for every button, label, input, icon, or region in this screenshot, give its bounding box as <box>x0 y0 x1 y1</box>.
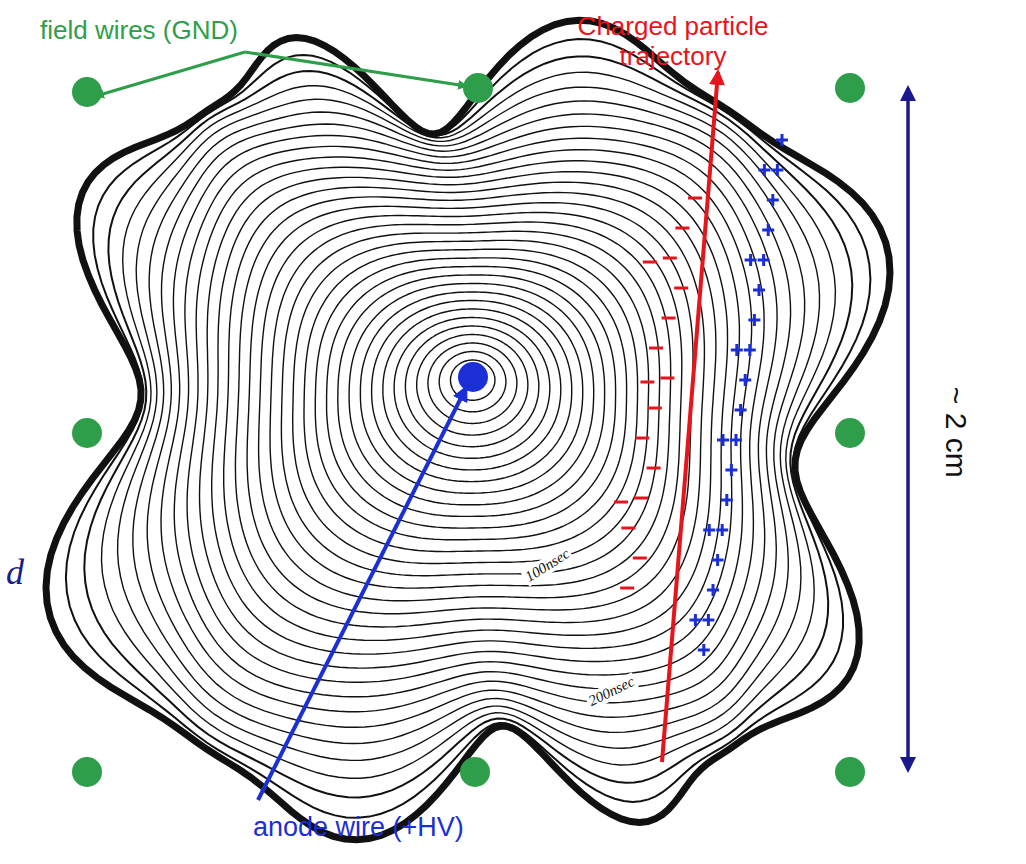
charge-mark <box>753 314 756 326</box>
isochrone-label: 100nsec <box>521 545 575 588</box>
charge-mark <box>739 404 742 416</box>
charge-mark <box>614 501 628 504</box>
ionisation-charges <box>614 134 788 656</box>
charge-mark <box>716 554 719 566</box>
charge-mark <box>634 497 648 500</box>
particle-trajectory <box>662 72 718 762</box>
isochrone <box>102 72 836 778</box>
dimension-arrow <box>907 88 910 760</box>
charge-mark <box>643 261 657 264</box>
isochrone <box>394 318 550 459</box>
charge-mark <box>662 317 676 320</box>
charge-mark <box>771 194 774 206</box>
isochrone <box>327 267 616 529</box>
symbol-fragment: d <box>6 552 24 593</box>
charge-mark <box>640 381 654 384</box>
charge-mark <box>725 494 728 506</box>
isochrone <box>417 335 528 436</box>
isochrone <box>304 249 638 551</box>
isochrone <box>133 101 805 744</box>
charge-mark <box>721 524 724 536</box>
charge-mark <box>749 254 752 266</box>
charge-mark <box>748 344 751 356</box>
charge-mark <box>649 347 663 350</box>
leader-arrow <box>96 52 245 96</box>
charge-mark <box>722 434 725 446</box>
isochrone <box>212 172 728 654</box>
isochrone <box>235 193 704 628</box>
charge-mark <box>702 644 705 656</box>
charge-mark <box>674 287 688 290</box>
callout-label: anode wire (+HV) <box>253 812 464 843</box>
isochrone <box>46 20 890 840</box>
leader-arrow <box>245 52 466 86</box>
charge-mark <box>633 557 647 560</box>
charge-mark <box>762 254 765 266</box>
charge-mark <box>675 227 689 230</box>
dimension-label: ~ 2 cm <box>938 387 973 478</box>
field-wires <box>72 73 865 787</box>
charge-mark <box>781 134 784 146</box>
charge-mark <box>763 164 766 176</box>
isochrone <box>315 258 626 540</box>
charge-mark <box>660 377 674 380</box>
charge-mark <box>694 614 697 626</box>
isochrone-label: 200nsec <box>584 673 639 712</box>
isochrone <box>293 240 649 563</box>
callout-label: field wires (GND) <box>40 16 238 46</box>
charge-mark <box>688 197 702 200</box>
isochrone <box>84 56 852 797</box>
charge-mark <box>758 284 761 296</box>
charge-mark <box>648 407 662 410</box>
charge-mark <box>621 527 635 530</box>
charge-mark <box>663 257 677 260</box>
charge-mark <box>776 164 779 176</box>
isochrone <box>338 275 605 516</box>
isochrone <box>451 360 495 400</box>
isochrone <box>224 182 716 640</box>
isochrone-contours <box>46 20 890 840</box>
isochrone <box>439 352 506 412</box>
charge-mark <box>735 434 738 446</box>
charge-mark <box>744 374 747 386</box>
leader-arrow <box>258 388 466 800</box>
isochrone <box>187 150 752 683</box>
isochrone <box>383 309 561 470</box>
charge-mark <box>730 464 733 476</box>
isochrone <box>200 161 740 668</box>
charge-mark <box>708 524 711 536</box>
isochrone <box>247 203 693 614</box>
isochrone <box>405 326 538 447</box>
anode-wire <box>458 362 488 392</box>
isochrone <box>270 222 671 588</box>
charge-mark <box>647 467 661 470</box>
isochrone <box>360 292 582 493</box>
isochrone <box>161 126 777 711</box>
isochrone <box>349 284 594 505</box>
charge-mark <box>635 437 649 440</box>
charge-mark <box>735 344 738 356</box>
isochrone <box>147 114 790 727</box>
isochrone <box>66 39 871 818</box>
charge-mark <box>712 584 715 596</box>
isochrone <box>372 301 572 482</box>
charge-mark <box>707 614 710 626</box>
charge-mark <box>620 587 634 590</box>
isochrone <box>428 343 517 424</box>
charge-mark <box>767 224 770 236</box>
isochrone <box>281 231 659 575</box>
isochrone <box>259 212 682 600</box>
isochrone <box>118 87 820 760</box>
callout-label: Charged particle trajectory <box>568 12 778 72</box>
